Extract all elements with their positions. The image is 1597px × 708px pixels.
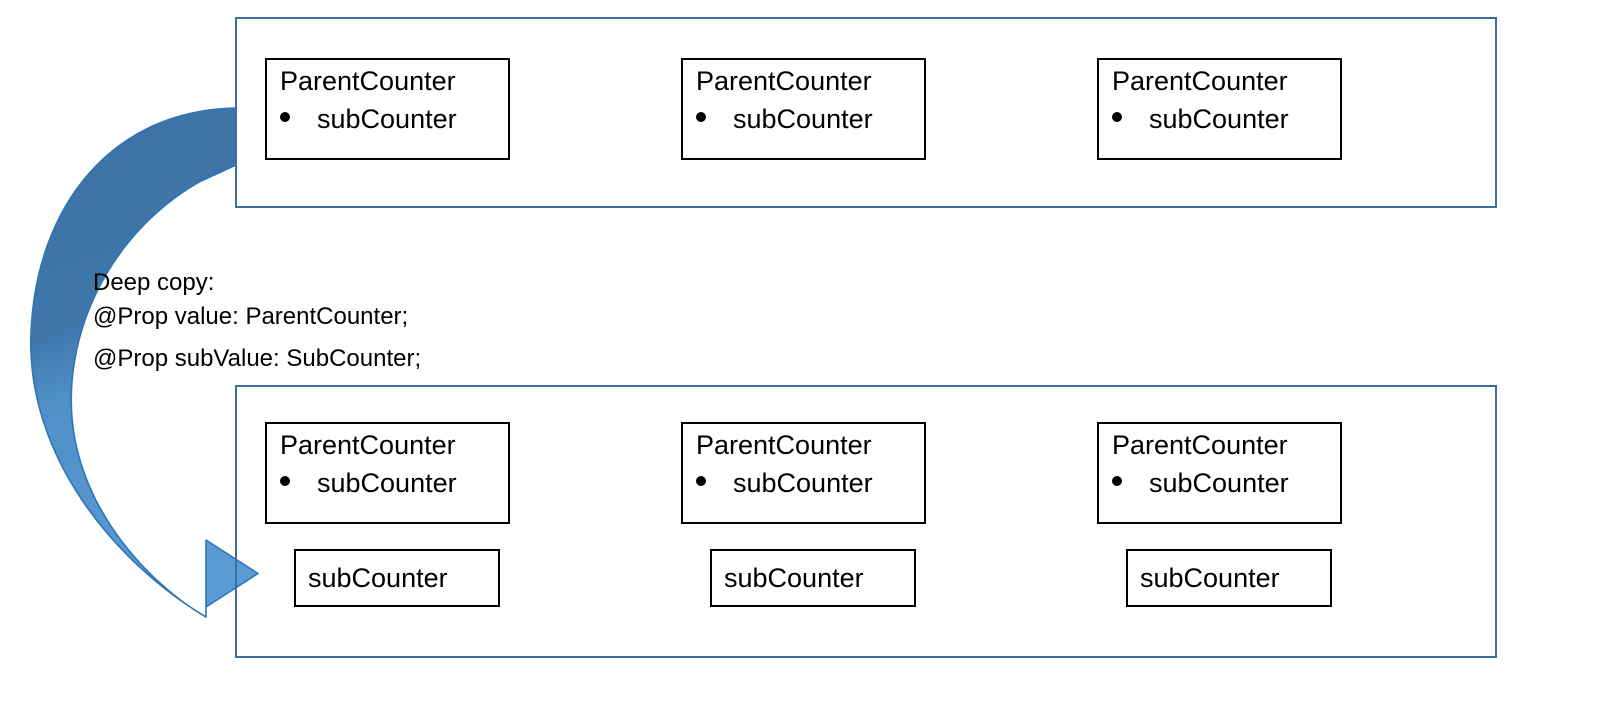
sub-counter-label: subCounter <box>317 104 457 134</box>
sub-counter-bullet-row: subCounter <box>280 466 505 502</box>
parent-counter-title: ParentCounter <box>1112 430 1288 460</box>
sub-counter-label: subCounter <box>317 468 457 498</box>
sub-counter-bullet-row: subCounter <box>696 102 921 138</box>
sub-counter-bullet-row: subCounter <box>1112 102 1337 138</box>
bullet-icon <box>696 112 706 122</box>
parent-counter-card[interactable]: ParentCounter subCounter <box>681 58 926 160</box>
sub-counter-label: subCounter <box>733 468 873 498</box>
sub-counter-bullet-row: subCounter <box>280 102 505 138</box>
bullet-icon <box>1112 112 1122 122</box>
parent-counter-card[interactable]: ParentCounter subCounter <box>1097 58 1342 160</box>
parent-counter-card[interactable]: ParentCounter subCounter <box>681 422 926 524</box>
parent-counter-title: ParentCounter <box>280 66 456 96</box>
parent-counter-title: ParentCounter <box>696 66 872 96</box>
bullet-icon <box>280 476 290 486</box>
parent-counter-card[interactable]: ParentCounter subCounter <box>265 58 510 160</box>
parent-counter-card[interactable]: ParentCounter subCounter <box>1097 422 1342 524</box>
sub-counter-bullet-row: subCounter <box>1112 466 1337 502</box>
annotation-line-prop-subvalue: @Prop subValue: SubCounter; <box>93 345 422 372</box>
sub-counter-card[interactable]: subCounter <box>294 549 500 607</box>
sub-counter-label: subCounter <box>733 104 873 134</box>
sub-counter-card[interactable]: subCounter <box>1126 549 1332 607</box>
sub-counter-card-label: subCounter <box>1140 563 1280 593</box>
sub-counter-bullet-row: subCounter <box>696 466 921 502</box>
copy-group-container <box>235 385 1497 658</box>
parent-counter-card[interactable]: ParentCounter subCounter <box>265 422 510 524</box>
sub-counter-card-label: subCounter <box>308 563 448 593</box>
bullet-icon <box>1112 476 1122 486</box>
annotation-line-deep-copy: Deep copy: <box>93 269 215 296</box>
sub-counter-label: subCounter <box>1149 468 1289 498</box>
sub-counter-card[interactable]: subCounter <box>710 549 916 607</box>
parent-counter-title: ParentCounter <box>1112 66 1288 96</box>
bullet-icon <box>280 112 290 122</box>
parent-counter-title: ParentCounter <box>696 430 872 460</box>
bullet-icon <box>696 476 706 486</box>
sub-counter-card-label: subCounter <box>724 563 864 593</box>
annotation-line-prop-value: @Prop value: ParentCounter; <box>93 303 409 330</box>
annotation-block: Deep copy: @Prop value: ParentCounter; @… <box>93 266 513 376</box>
parent-counter-title: ParentCounter <box>280 430 456 460</box>
source-group-container <box>235 17 1497 208</box>
sub-counter-label: subCounter <box>1149 104 1289 134</box>
